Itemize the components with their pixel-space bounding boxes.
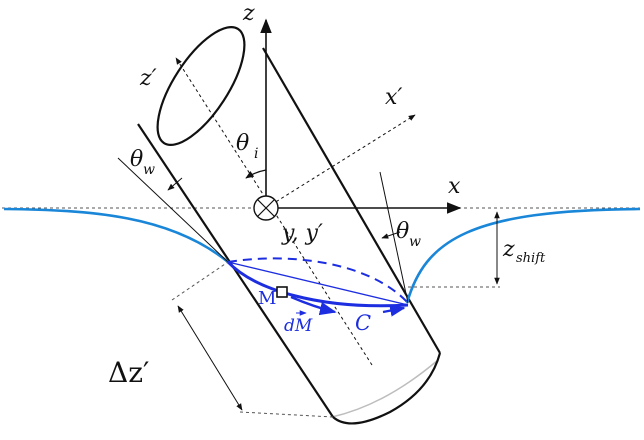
label-z-prime: z′ xyxy=(139,66,157,91)
theta-w-left-subscript: w xyxy=(143,162,155,178)
theta-w-left-symbol: θ xyxy=(130,147,143,172)
cylinder-bottom-hidden-edge xyxy=(331,359,439,418)
left-tangent-line xyxy=(117,157,229,263)
dM-vector xyxy=(290,295,337,316)
label-contour-C: C xyxy=(355,311,371,335)
theta-w-right-subscript: w xyxy=(409,234,421,250)
label-x-prime: x′ xyxy=(385,85,402,110)
contact-line-back xyxy=(227,257,409,304)
tilted-cylinder xyxy=(137,26,442,425)
meniscus-right xyxy=(405,207,641,304)
contact-line-front xyxy=(226,260,409,308)
label-dM: dM xyxy=(284,316,313,336)
theta-w-right-arrow xyxy=(381,231,401,239)
label-delta-z-prime: Δz′ xyxy=(108,356,149,389)
theta-i-subscript: i xyxy=(254,146,258,162)
z-shift-subscript: shift xyxy=(516,251,546,266)
z-shift-symbol: z xyxy=(502,237,515,262)
label-y-yprime: y, y′ xyxy=(281,221,323,246)
cylinder-right-edge xyxy=(262,47,441,354)
y-axis-into-page-icon xyxy=(253,195,279,221)
cylinder-bottom-front-edge xyxy=(332,352,442,425)
delta-z-dimension xyxy=(177,305,243,411)
delta-z-extension-top xyxy=(171,261,229,301)
theta-w-right-symbol: θ xyxy=(396,219,409,244)
theta-i-arc xyxy=(245,169,267,179)
meniscus-left xyxy=(3,207,229,264)
theta-i-symbol: θ xyxy=(236,131,249,156)
contact-chord xyxy=(227,261,409,306)
x-prime-axis xyxy=(265,114,416,209)
label-x: x xyxy=(448,174,461,199)
right-tangent-line xyxy=(379,171,409,304)
theta-w-left-arrow xyxy=(167,177,183,191)
delta-z-extension-bottom xyxy=(239,411,334,418)
point-M-marker xyxy=(276,286,288,298)
label-z: z xyxy=(242,1,255,26)
label-point-M: M xyxy=(258,288,276,309)
contour-direction-arrow xyxy=(382,304,406,317)
cylinder-top-ellipse xyxy=(156,26,246,146)
